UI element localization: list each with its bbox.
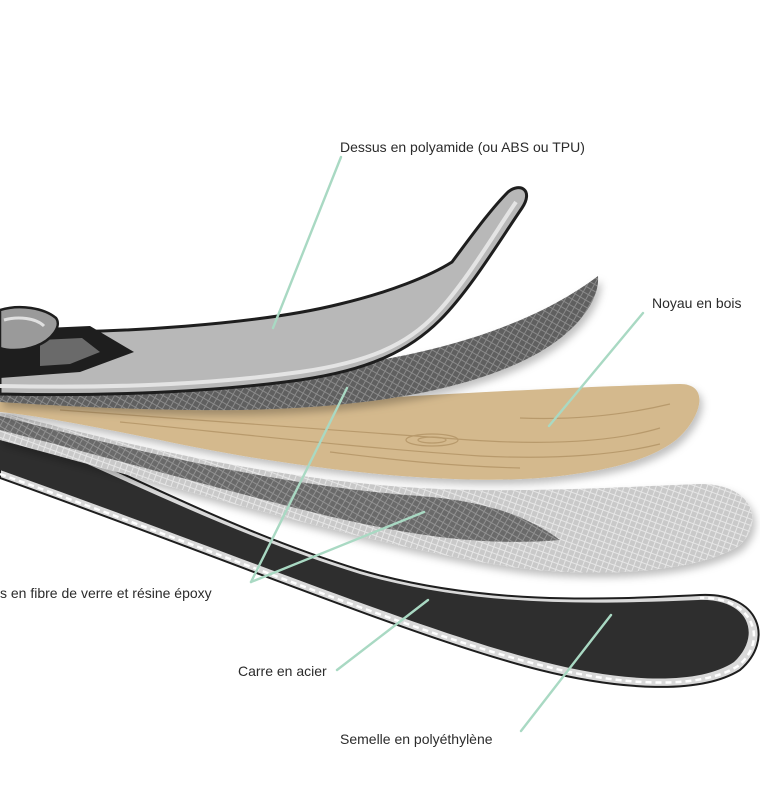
leader-core [547,311,645,428]
label-fiberglass: s en fibre de verre et résine époxy [0,585,212,601]
base-shape [0,426,749,679]
wood-grain [59,403,671,469]
label-core: Noyau en bois [652,295,742,311]
label-base: Semelle en polyéthylène [340,731,493,747]
leader-lines [249,155,645,733]
edge-dashes [0,472,756,684]
base-layer [0,416,760,688]
binding-clip-detail [3,316,46,328]
fiberglass-lower-dark-band [0,416,560,542]
leader-fiberglass-upper [249,386,349,584]
leader-edge [335,598,430,672]
top-sheet-layer [0,186,529,397]
leader-base [519,613,613,733]
label-edge: Carre en acier [238,663,327,679]
binding-inner-shape [40,338,100,366]
leader-fiberglass-lower [249,510,426,584]
label-top-sheet: Dessus en polyamide (ou ABS ou TPU) [340,139,585,155]
top-sheet-rim [0,200,518,389]
fiberglass-lower-layer [0,412,753,573]
leader-top-sheet [271,155,343,330]
